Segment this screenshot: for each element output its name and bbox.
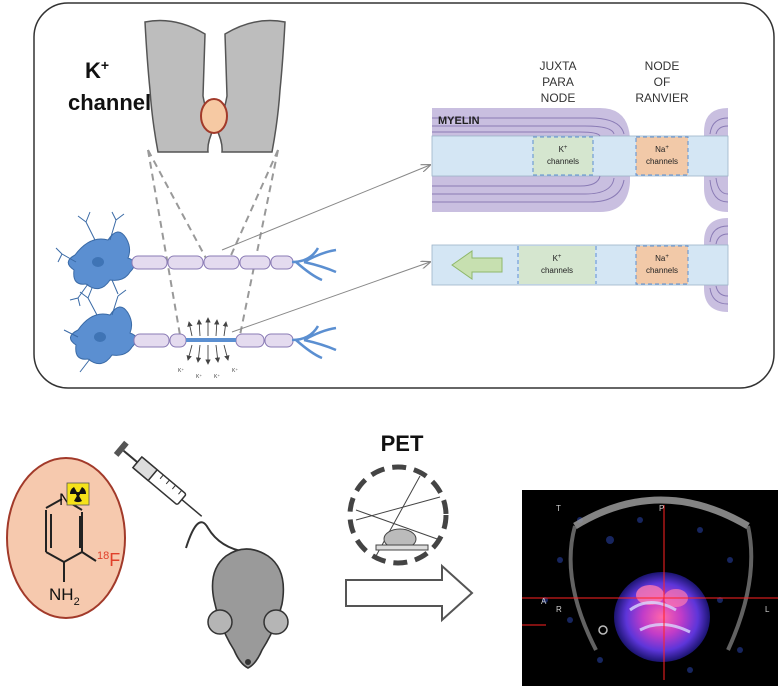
myelin-label: MYELIN: [438, 115, 480, 127]
current-leak-arrow: [451, 250, 503, 280]
juxtaparanode-header: JUXTA PARA NODE: [539, 59, 576, 105]
process-arrow-icon: [345, 563, 474, 623]
k-channel-label: K+: [85, 57, 109, 83]
potassium-ion-labels: K⁺ K⁺ K⁺ K⁺: [178, 368, 238, 380]
na-channels-word-2: channels: [646, 266, 678, 275]
tracer-molecule: N 18F NH2: [6, 457, 126, 619]
brain-uptake: [614, 572, 710, 662]
scan-label-a: A: [541, 597, 547, 606]
k-channels-word-1: channels: [547, 157, 579, 166]
na-channels-word-1: channels: [646, 157, 678, 166]
k-channels-box-1: [532, 136, 594, 176]
axon-terminal-icon-2: [291, 325, 337, 360]
molecule-oval: [6, 457, 126, 619]
amine-group: NH2: [49, 585, 80, 608]
svg-text:PARA: PARA: [542, 75, 574, 89]
scan-label-r: R: [556, 605, 562, 614]
svg-text:K⁺: K⁺: [214, 374, 220, 380]
k-channels-label-1: K+: [559, 145, 568, 154]
pet-scan-image: T P A R L: [522, 490, 778, 686]
svg-text:JUXTA: JUXTA: [539, 59, 576, 73]
zoomed-demyelinated-axon: K+ channels Na+ channels: [431, 218, 729, 312]
mouse-icon: [185, 521, 289, 669]
na-channels-label-1: Na+: [655, 145, 669, 154]
channel-pore-icon: [200, 98, 228, 134]
svg-text:OF: OF: [654, 75, 671, 89]
svg-text:K⁺: K⁺: [196, 374, 202, 380]
na-channels-box-2: [635, 245, 689, 285]
axon-terminal-icon: [291, 247, 337, 282]
k-channels-word-2: channels: [541, 266, 573, 275]
skull-outline: [573, 496, 750, 530]
k-channels-label-2: K+: [553, 254, 562, 263]
myelin-segments-1: [131, 255, 294, 270]
neuron-myelinated: [55, 211, 337, 307]
node-of-ranvier-header: NODE OF RANVIER: [635, 59, 689, 105]
radioactive-icon: [66, 482, 90, 506]
na-channels-label-2: Na+: [655, 254, 669, 263]
svg-text:K⁺: K⁺: [178, 368, 184, 374]
potassium-channel-illustration: [144, 19, 286, 153]
scan-label-l: L: [765, 605, 770, 614]
myelin-segments-2: [133, 333, 294, 348]
scan-label-t: T: [556, 504, 561, 513]
pet-label: PET: [381, 431, 424, 456]
svg-text:NODE: NODE: [645, 59, 680, 73]
k-channel-label-line2: channel: [68, 90, 151, 115]
fluorine-18-label: 18F: [97, 550, 120, 570]
ion-leak-arrows: [186, 317, 230, 365]
zoomed-myelinated-axon: MYELIN K+ channels Na+ channels: [431, 108, 729, 212]
neuron-demyelinated: K⁺ K⁺ K⁺ K⁺: [63, 287, 337, 380]
svg-text:NODE: NODE: [541, 91, 576, 105]
svg-text:K⁺: K⁺: [232, 368, 238, 374]
pointer-arrow-2: [231, 262, 430, 333]
svg-text:RANVIER: RANVIER: [635, 91, 689, 105]
zoom-lines: [147, 149, 279, 336]
k-channels-box-2: [519, 246, 595, 284]
syringe-icon: [113, 440, 203, 517]
scan-label-p: P: [659, 504, 664, 513]
na-channels-box-1: [635, 136, 689, 176]
pointer-arrow-1: [221, 165, 430, 251]
pet-scanner-icon: [347, 464, 449, 566]
